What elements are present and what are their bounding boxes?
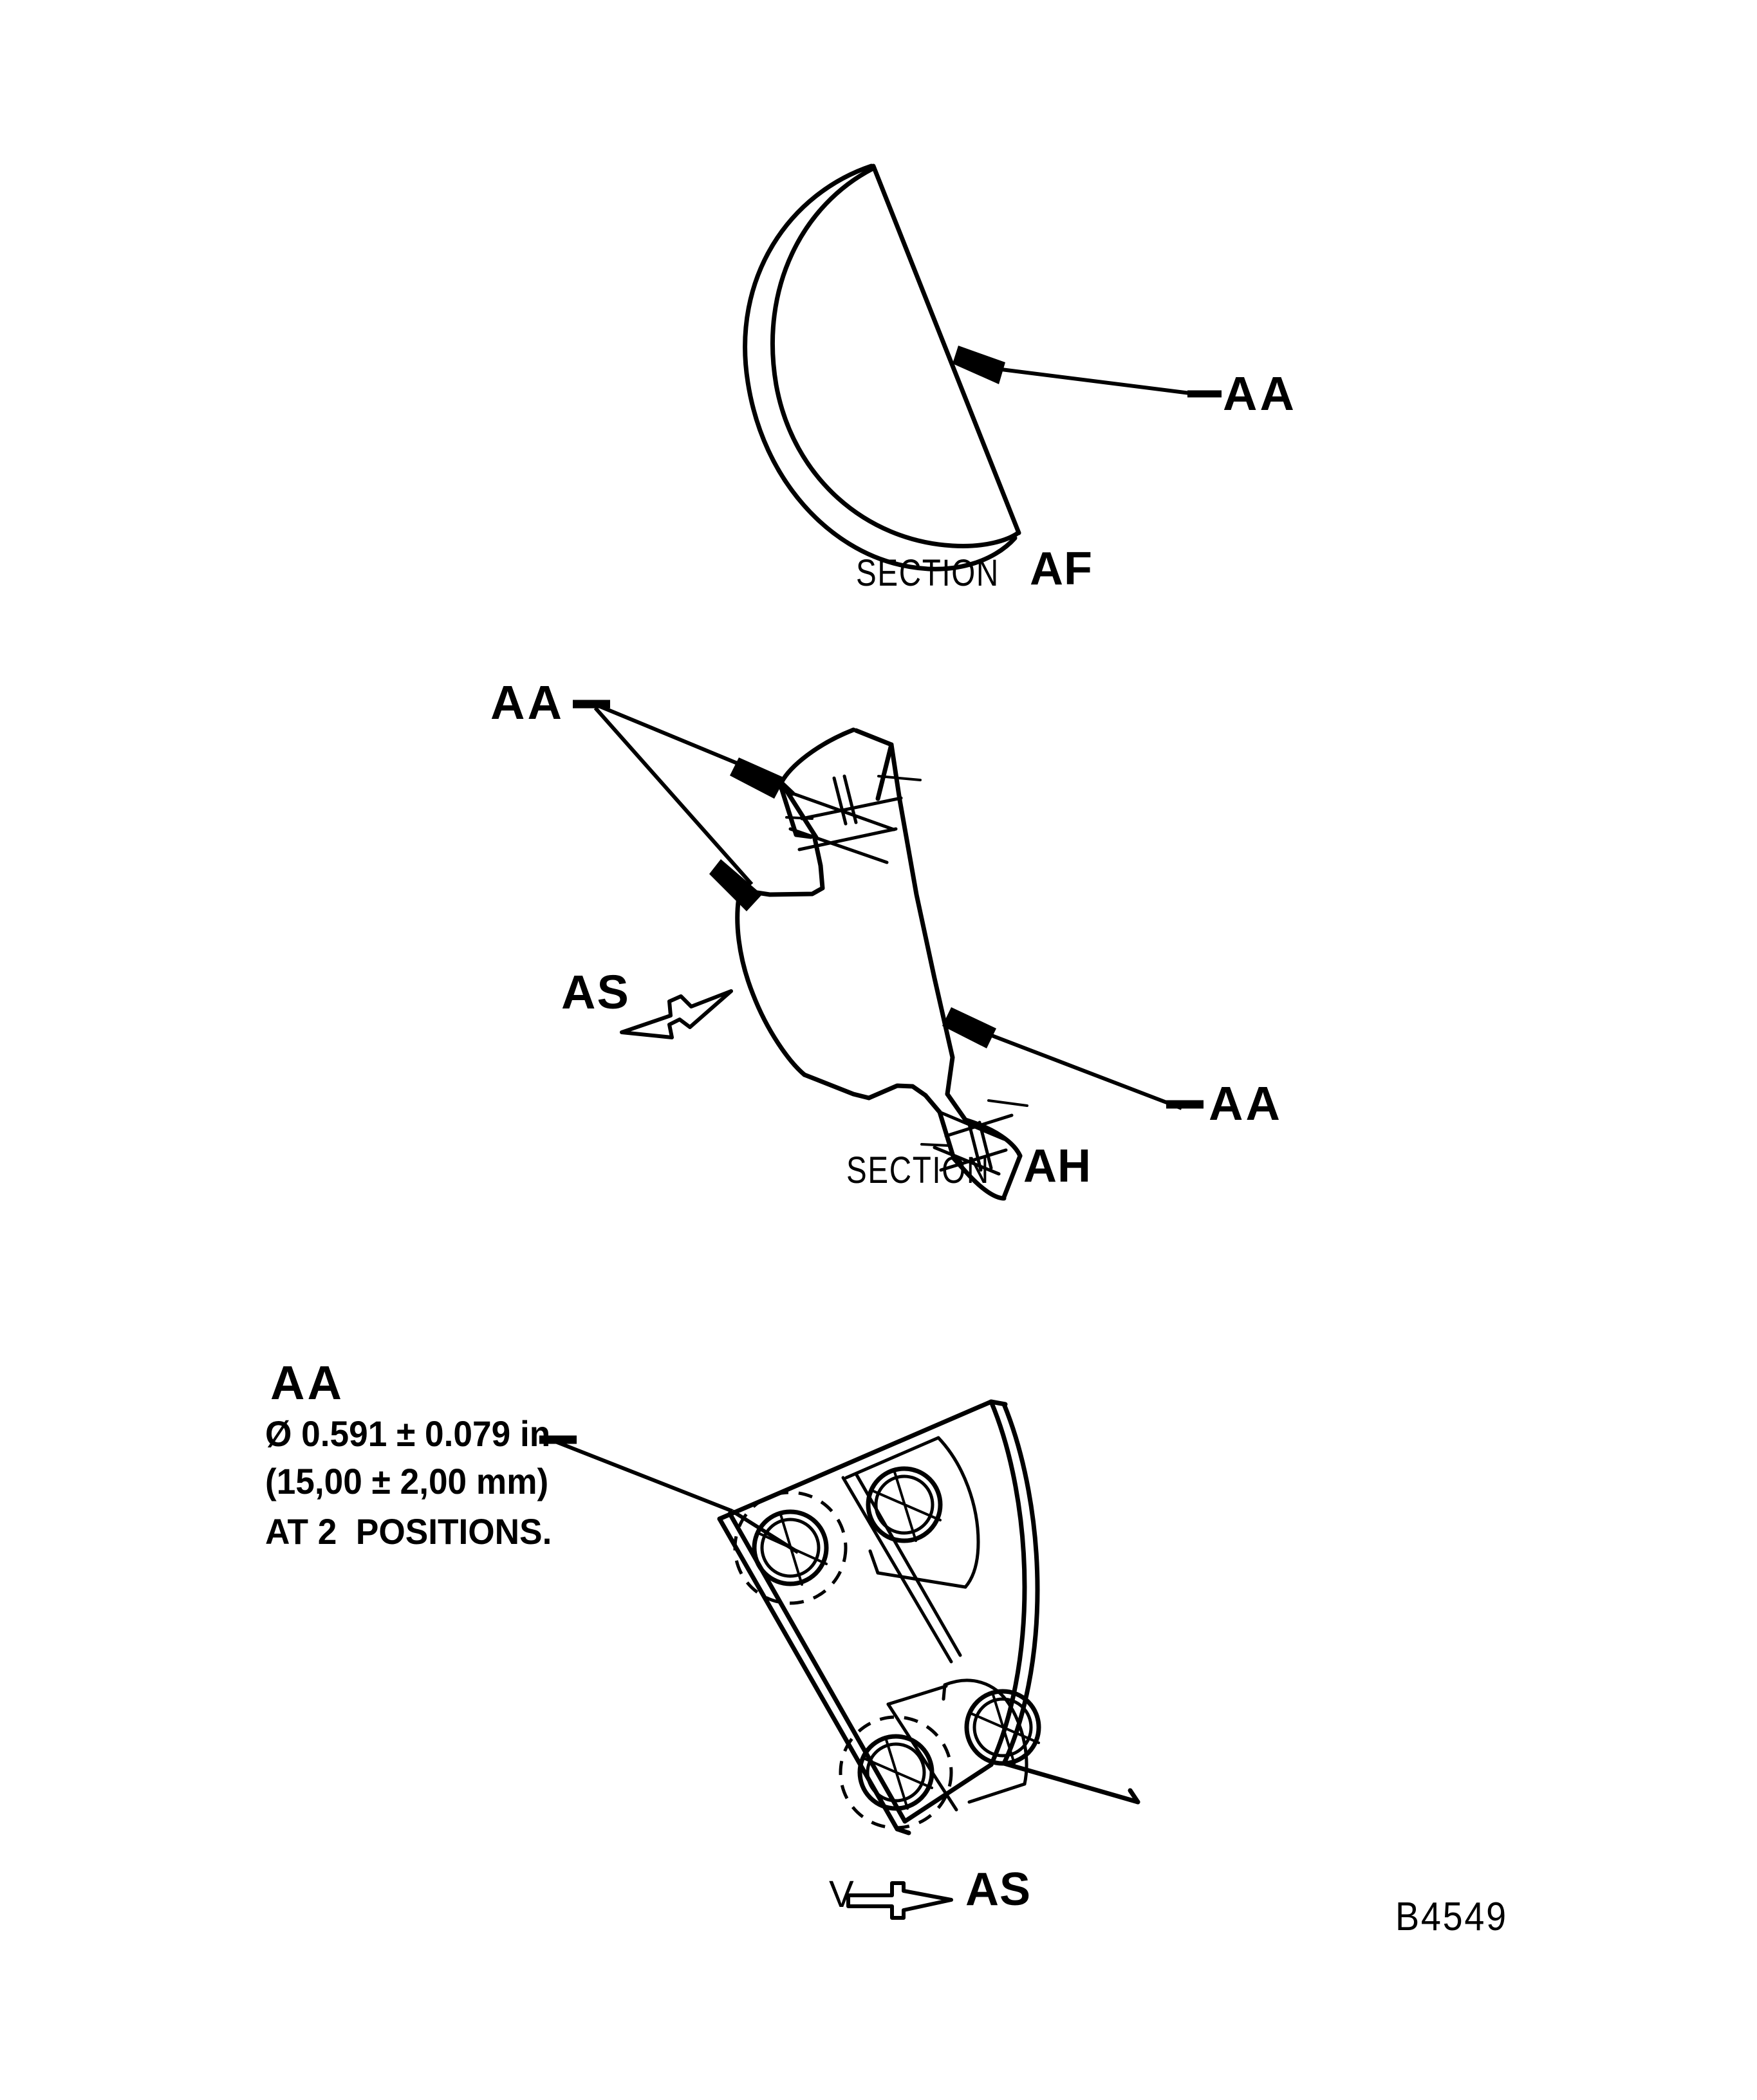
- hole-3: [839, 1715, 953, 1830]
- hole-2: [866, 1466, 943, 1543]
- label-aa-left-section-ah: AA: [490, 676, 564, 729]
- dimension-line-inches: Ø 0.591 ± 0.079 in: [265, 1413, 551, 1454]
- caption-id-section-af: AF: [1030, 543, 1093, 595]
- dimension-heading: AA: [270, 1356, 344, 1409]
- caption-id-view-as: AS: [965, 1864, 1032, 1915]
- section-af-geometry: [743, 163, 1222, 571]
- view-as-geometry: [539, 1399, 1140, 1920]
- drawing-code: B4549: [1395, 1895, 1508, 1939]
- label-as-section-ah: AS: [561, 965, 630, 1019]
- dimension-line-positions: AT 2 POSITIONS.: [265, 1511, 552, 1552]
- hole-4: [964, 1689, 1041, 1766]
- dimension-line-millimeters: (15,00 ± 2,00 mm): [265, 1461, 549, 1501]
- caption-prefix-section-af: SECTION: [856, 552, 999, 594]
- caption-prefix-section-ah: SECTION: [846, 1149, 990, 1191]
- section-ah-geometry: [573, 700, 1204, 1201]
- label-aa-right-section-ah: AA: [1209, 1077, 1283, 1130]
- caption-prefix-view-as: V: [829, 1873, 854, 1915]
- label-aa-section-af: AA: [1223, 367, 1297, 420]
- caption-id-section-ah: AH: [1023, 1140, 1092, 1192]
